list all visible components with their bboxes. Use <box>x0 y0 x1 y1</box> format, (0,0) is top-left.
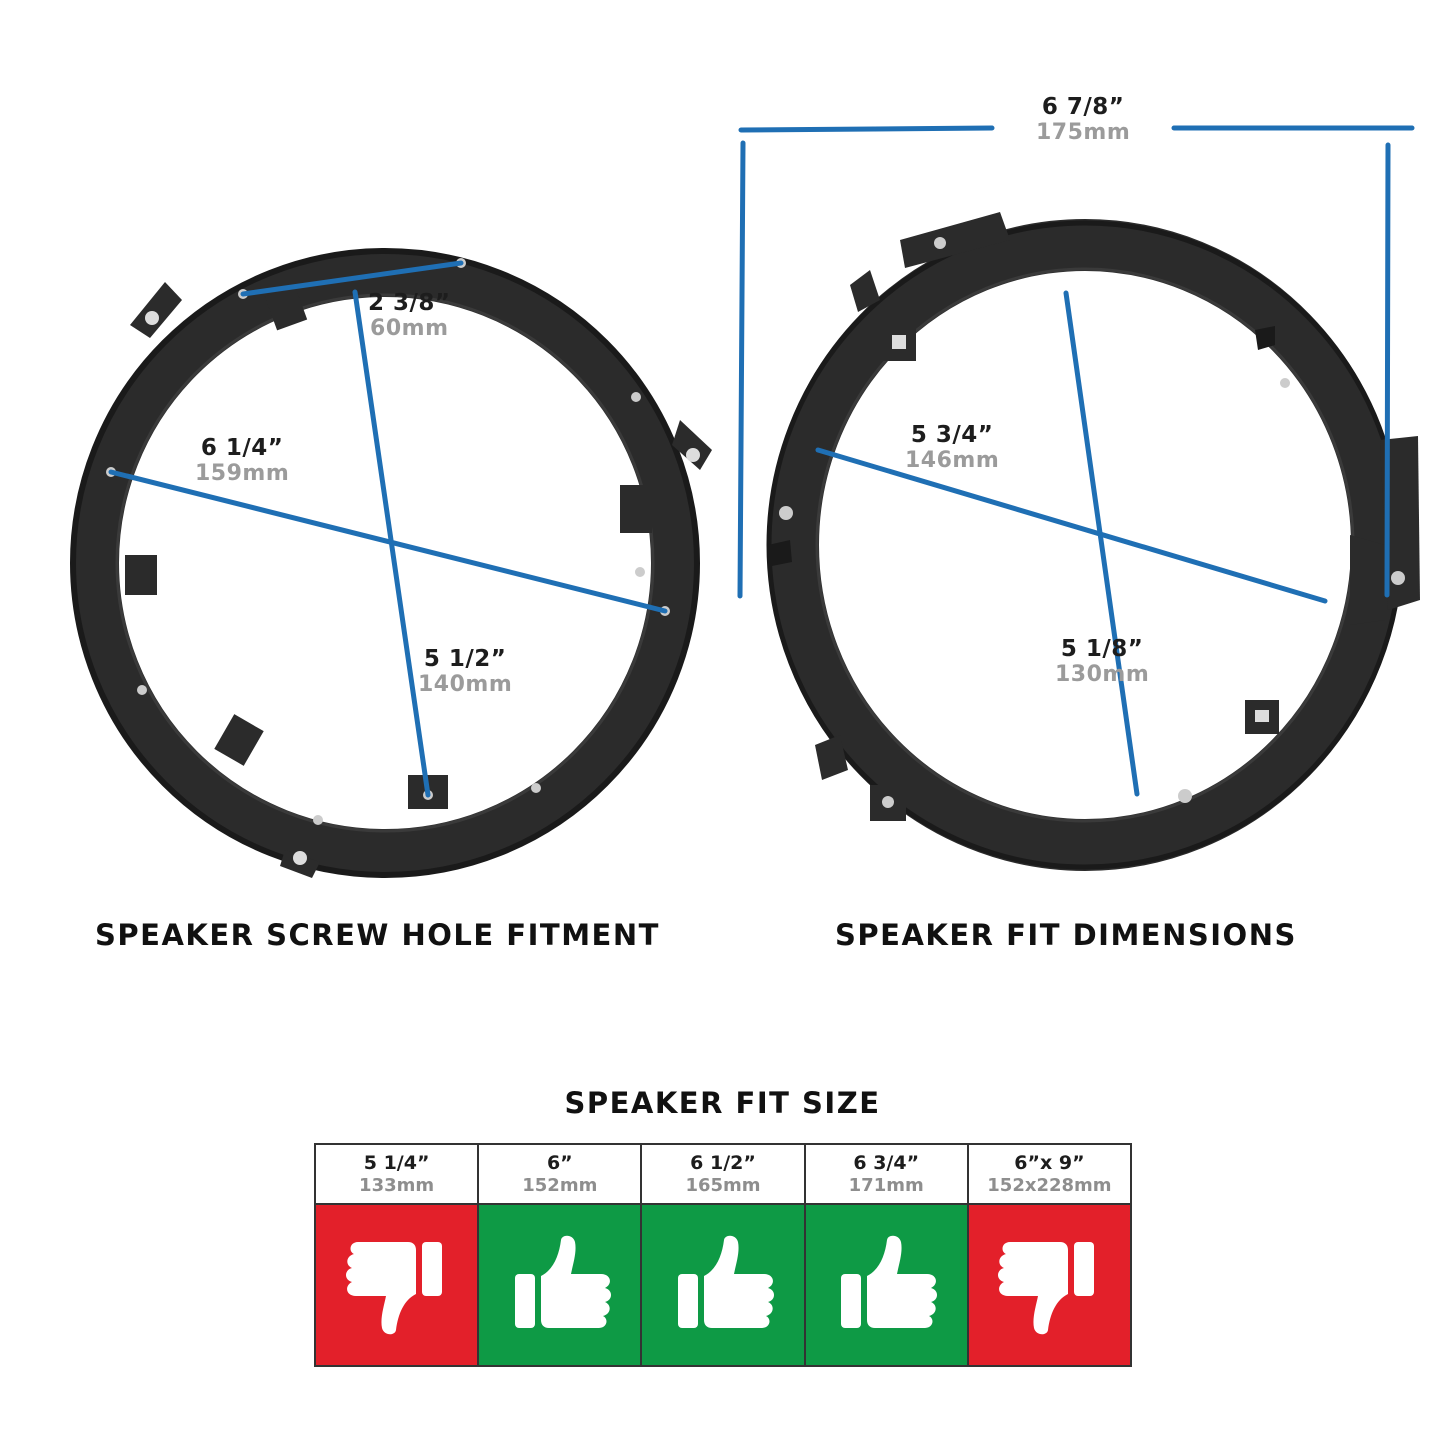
left-inner-label: 5 1/2” 140mm <box>418 648 512 696</box>
left-diameter-imperial: 6 1/4” <box>200 435 284 461</box>
fit-size-imperial: 6 1/2” <box>690 1151 756 1174</box>
left-diameter-label: 6 1/4” 159mm <box>195 437 289 485</box>
right-outer-metric: 175mm <box>1036 120 1131 145</box>
fit-bad-cell <box>316 1205 478 1365</box>
fit-size-header: 6”152mm <box>479 1145 641 1205</box>
fit-bad-cell <box>968 1205 1131 1365</box>
fit-size-imperial: 6 3/4” <box>853 1151 920 1174</box>
fit-size-metric: 171mm <box>848 1174 924 1196</box>
right-depth-imperial: 5 1/8” <box>1060 636 1144 662</box>
fit-title: SPEAKER FIT SIZE <box>564 1086 881 1120</box>
left-hole-spacing-metric: 60mm <box>370 316 449 341</box>
right-outer-label: 6 7/8” 175mm <box>1036 96 1130 144</box>
thumbs-up-icon <box>514 1235 611 1328</box>
fit-ok-cell <box>805 1205 967 1365</box>
fit-ok-cell <box>479 1205 641 1365</box>
fit-column: 6”152mm <box>479 1145 643 1365</box>
fit-size-metric: 152x228mm <box>987 1174 1112 1196</box>
fit-size-metric: 133mm <box>359 1174 435 1196</box>
left-caption: SPEAKER SCREW HOLE FITMENT <box>95 918 660 952</box>
fit-size-metric: 152mm <box>522 1174 598 1196</box>
left-inner-metric: 140mm <box>418 672 513 697</box>
thumbs-up-icon <box>841 1235 938 1328</box>
right-outer-imperial: 6 7/8” <box>1041 94 1125 120</box>
left-hole-spacing-label: 2 3/8” 60mm <box>368 292 451 340</box>
fit-column: 6”x 9”152x228mm <box>968 1145 1131 1365</box>
left-dimension-lines <box>108 260 668 798</box>
fit-size-imperial: 6” <box>546 1151 573 1174</box>
right-dimension-lines <box>737 125 1415 797</box>
right-speaker-ring <box>766 212 1420 871</box>
left-hole-spacing-imperial: 2 3/8” <box>368 290 451 316</box>
left-diameter-metric: 159mm <box>195 461 290 486</box>
fit-size-imperial: 5 1/4” <box>363 1151 430 1174</box>
fit-size-header: 6 3/4”171mm <box>805 1145 967 1205</box>
right-width-label: 5 3/4” 146mm <box>905 424 999 472</box>
fit-size-header: 6 1/2”165mm <box>642 1145 804 1205</box>
thumbs-up-icon <box>678 1235 774 1328</box>
fit-size-metric: 165mm <box>685 1174 761 1196</box>
fit-column: 6 3/4”171mm <box>805 1145 969 1365</box>
right-width-metric: 146mm <box>905 448 1000 473</box>
fit-column: 6 1/2”165mm <box>642 1145 806 1365</box>
fit-ok-cell <box>642 1205 804 1365</box>
fit-size-table: 5 1/4”133mm 6”152mm 6 1/2”165mm 6 3/4”17… <box>314 1143 1132 1367</box>
left-inner-imperial: 5 1/2” <box>423 646 507 672</box>
right-depth-metric: 130mm <box>1055 662 1150 687</box>
fit-size-header: 6”x 9”152x228mm <box>968 1145 1131 1205</box>
thumbs-down-icon <box>345 1242 442 1335</box>
right-caption: SPEAKER FIT DIMENSIONS <box>835 918 1297 952</box>
fit-size-imperial: 6”x 9” <box>1014 1151 1085 1174</box>
right-depth-label: 5 1/8” 130mm <box>1055 638 1149 686</box>
fit-size-header: 5 1/4”133mm <box>316 1145 478 1205</box>
right-width-imperial: 5 3/4” <box>910 422 994 448</box>
fit-column: 5 1/4”133mm <box>316 1145 480 1365</box>
thumbs-down-icon <box>998 1242 1095 1335</box>
